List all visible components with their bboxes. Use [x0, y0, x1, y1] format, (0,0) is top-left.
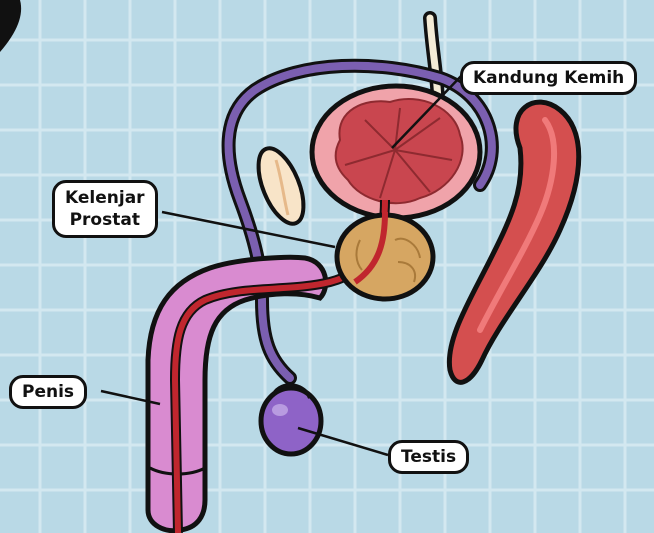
- corner-badge: [0, 0, 21, 52]
- label-testis: Testis: [388, 440, 469, 474]
- label-prostate: Kelenjar Prostat: [52, 180, 158, 238]
- testis: [261, 388, 321, 454]
- label-prostate-line1: Kelenjar: [65, 187, 145, 209]
- label-prostate-line2: Prostat: [65, 209, 145, 231]
- label-bladder: Kandung Kemih: [460, 61, 637, 95]
- label-penis: Penis: [9, 375, 87, 409]
- testis-highlight: [272, 404, 288, 416]
